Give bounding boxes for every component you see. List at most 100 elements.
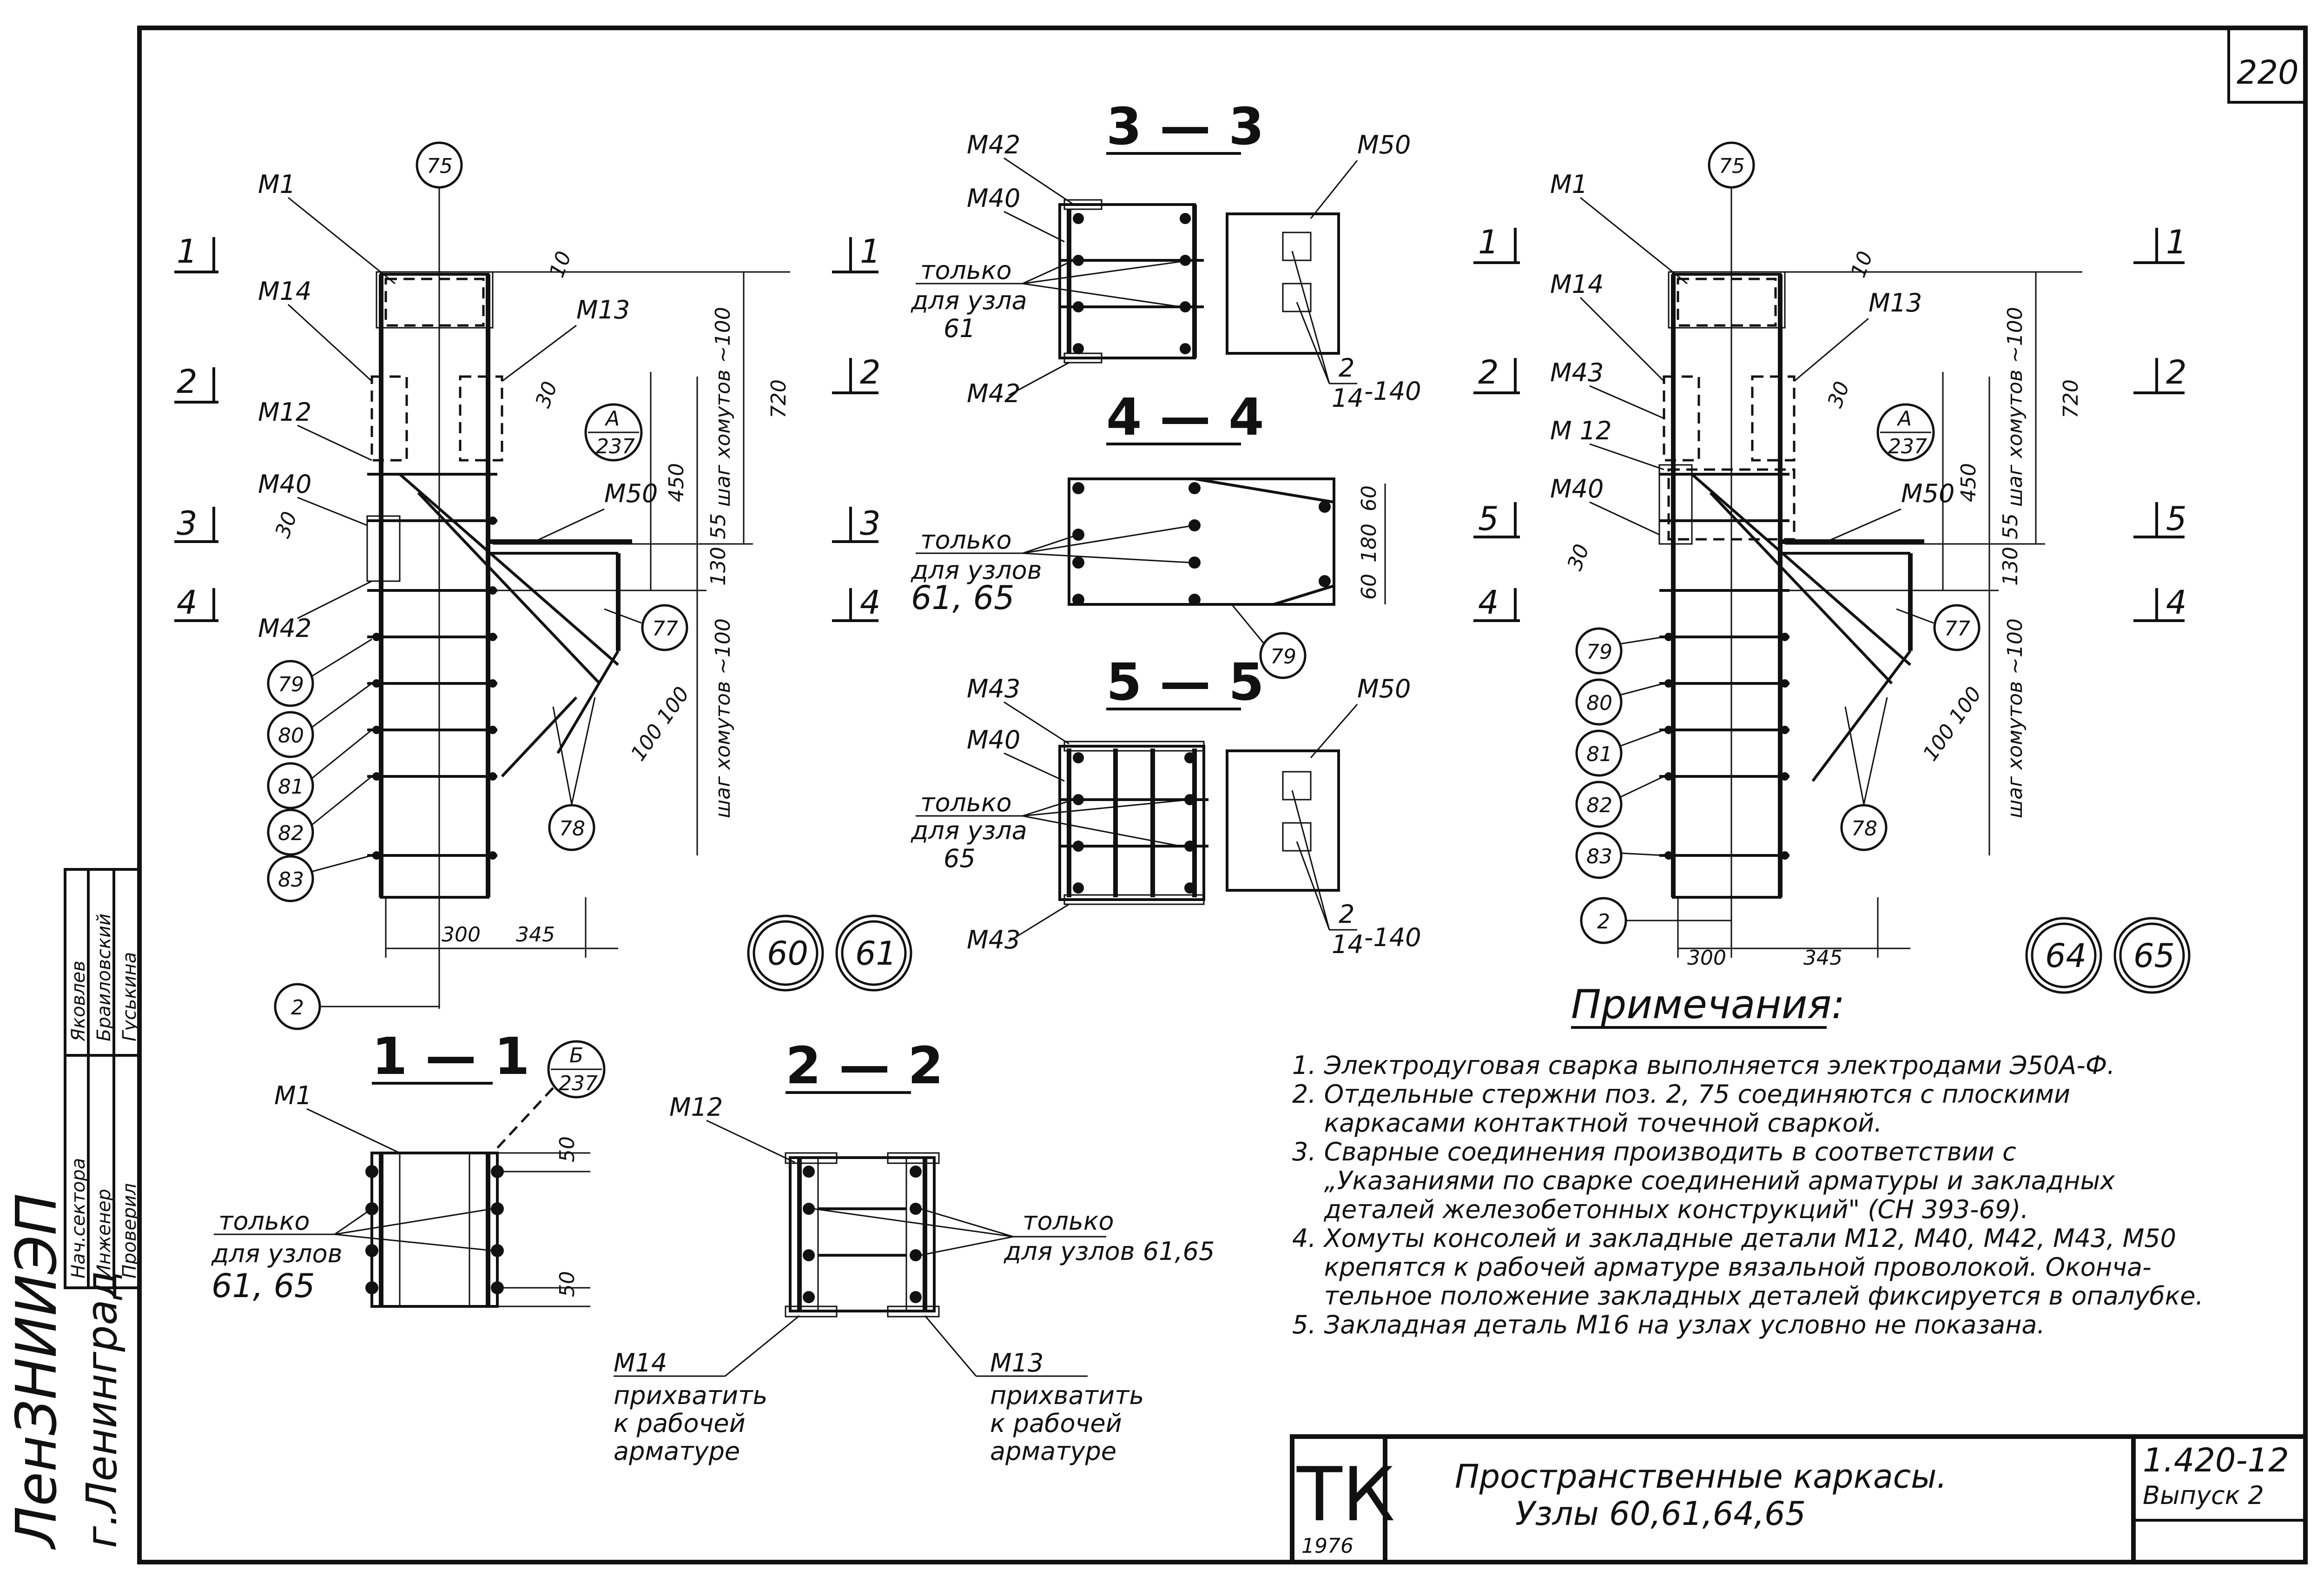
r-dim-30a: 30 <box>1823 378 1854 411</box>
r-callout-a: А <box>1896 407 1912 431</box>
r-dim-10: 10 <box>1846 248 1877 281</box>
s44-dim-60b: 60 <box>1357 574 1381 600</box>
dim-300: 300 <box>442 923 481 947</box>
stamp-name-3: Гуськина <box>119 952 140 1041</box>
r-mark-m43: М43 <box>1550 358 1604 387</box>
section-3-3: 3 — 3 М42 М40 М50 М42 только для узла 61… <box>911 97 1421 413</box>
r-pos-83: 83 <box>1586 845 1612 868</box>
cut-1-left: 1 <box>177 232 198 271</box>
cut-3-left: 3 <box>177 504 198 543</box>
dim-55: 55 <box>706 513 730 539</box>
s33-weld-3: -140 <box>1364 377 1421 406</box>
s44-pos-79: 79 <box>1270 645 1296 669</box>
title-line-1: Пространственные каркасы. <box>1455 1457 1947 1496</box>
node-label-61: 61 <box>855 934 897 973</box>
node-label-65: 65 <box>2133 937 2175 975</box>
cut-1-right: 1 <box>860 232 881 271</box>
r-cut-2-left: 2 <box>1478 353 1499 391</box>
s22-left-text-3: арматуре <box>614 1437 740 1466</box>
r-cut-5-left: 5 <box>1478 500 1499 538</box>
notes-block: Примечания: 1. Электродуговая сварка вып… <box>1292 981 2204 1339</box>
r-pos-82: 82 <box>1586 794 1612 817</box>
dim-30b: 30 <box>271 509 302 541</box>
section-4-4: 4 — 4 только для узлов 61, 65 60 180 60 … <box>911 387 1386 679</box>
r-cut-5-right: 5 <box>2166 500 2187 538</box>
r-cut-2-right: 2 <box>2166 353 2187 391</box>
s55-weld-2: 14 <box>1332 930 1364 959</box>
section-5-5-title: 5 — 5 <box>1106 652 1264 712</box>
callout-237: 237 <box>596 435 635 458</box>
s11-note-3: 61, 65 <box>211 1267 315 1305</box>
r-pos-77: 77 <box>1944 617 1970 641</box>
s44-note-2: для узлов <box>911 556 1042 585</box>
city-name: г.Ленинград <box>78 1271 126 1548</box>
stamp-role-2: Инженер <box>93 1189 115 1279</box>
s22-right-text-3: арматуре <box>990 1437 1116 1466</box>
s55-note-1: только <box>920 788 1012 817</box>
r-step-top: шаг хомутов ~100 <box>2003 307 2027 507</box>
section-2-2: 2 — 2 М12 только для узлов 61,65 М14 при… <box>614 1036 1215 1466</box>
section-5-5: 5 — 5 М43 М40 М50 М43 только для узла 65… <box>911 652 1421 959</box>
s33-note-2: для узла <box>911 286 1027 315</box>
pos-80: 80 <box>278 724 304 748</box>
cut-4-right: 4 <box>860 583 881 622</box>
s33-mark-m50: М50 <box>1357 130 1411 159</box>
r-dim-100-100: 100 100 <box>1918 682 1986 765</box>
s22-note-2: для узлов 61,65 <box>1004 1237 1215 1266</box>
r-dim-55: 55 <box>1999 513 2022 539</box>
issue: Выпуск 2 <box>2143 1481 2264 1510</box>
section-4-4-title: 4 — 4 <box>1106 387 1264 447</box>
institute-name: ЛенЗНИИЭП <box>5 1193 69 1550</box>
mark-m14: М14 <box>258 277 311 306</box>
r-dim-30b: 30 <box>1563 541 1594 574</box>
title-block: ТК 1976 Пространственные каркасы. Узлы 6… <box>1290 1434 2308 1564</box>
section-1-1: 1 — 1 М1 Б 237 50 50 только для узлов 61… <box>211 1027 606 1308</box>
r-cut-4-left: 4 <box>1478 583 1499 622</box>
note-line-2: 2. Отдельные стержни поз. 2, 75 соединяю… <box>1292 1080 2070 1109</box>
r-dim-130: 130 <box>1999 547 2022 586</box>
s11-callout-b: Б <box>569 1044 583 1067</box>
r-cut-1-right: 1 <box>2166 223 2187 261</box>
r-pos-81: 81 <box>1586 742 1612 766</box>
r-mark-m40: М40 <box>1550 474 1604 503</box>
pos-83: 83 <box>278 868 304 892</box>
dim-345: 345 <box>516 923 555 947</box>
s44-note-3: 61, 65 <box>911 579 1015 617</box>
s44-note-1: только <box>920 525 1012 555</box>
pos-81: 81 <box>278 775 304 799</box>
s33-mark-m42-top: М42 <box>967 130 1020 159</box>
s11-dim-50b: 50 <box>555 1271 579 1297</box>
r-dim-300: 300 <box>1687 946 1726 970</box>
step-top: шаг хомутов ~100 <box>711 307 735 507</box>
s55-mark-m40: М40 <box>967 725 1020 755</box>
page-number-box <box>2227 26 2307 104</box>
cut-3-right: 3 <box>860 504 881 543</box>
section-3-3-title: 3 — 3 <box>1106 97 1264 156</box>
s33-mark-m40: М40 <box>967 184 1020 213</box>
note-line-4: 3. Сварные соединения производить в соот… <box>1292 1137 2016 1166</box>
note-line-7: 4. Хомуты консолей и закладные детали М1… <box>1292 1224 2176 1253</box>
section-2-2-title: 2 — 2 <box>786 1036 944 1095</box>
mark-m1: М1 <box>258 170 296 199</box>
stamp-role-1: Нач.сектора <box>68 1158 89 1279</box>
s22-left-text-2: к рабочей <box>614 1409 746 1438</box>
r-cut-1-left: 1 <box>1478 223 1499 261</box>
r-pos-75: 75 <box>1719 154 1745 178</box>
title-line-2: Узлы 60,61,64,65 <box>1515 1495 1806 1533</box>
r-mark-m13: М13 <box>1868 288 1922 318</box>
note-line-6: деталей железобетонных конструкций" (СН … <box>1292 1195 2028 1224</box>
node-64-65: 10 720 450 30 55 130 шаг хомутов ~100 ша… <box>1473 141 2191 994</box>
node-label-64: 64 <box>2045 937 2086 975</box>
mark-m42: М42 <box>258 614 311 643</box>
cut-2-left: 2 <box>177 363 198 401</box>
node-60-61: 10 720 450 30 55 130 шаг хомутов ~100 ша… <box>174 141 912 1030</box>
stamp-year: 1976 <box>1301 1534 1353 1558</box>
r-mark-m14: М14 <box>1550 270 1604 299</box>
r-mark-m1: М1 <box>1550 170 1588 199</box>
s22-mark-m12: М12 <box>669 1093 723 1122</box>
s33-weld-2: 14 <box>1332 384 1364 413</box>
note-line-1: 1. Электродуговая сварка выполняется эле… <box>1292 1051 2115 1080</box>
org-stamp: ТК <box>1296 1451 1395 1538</box>
designation: 1.420-12 <box>2143 1441 2289 1479</box>
